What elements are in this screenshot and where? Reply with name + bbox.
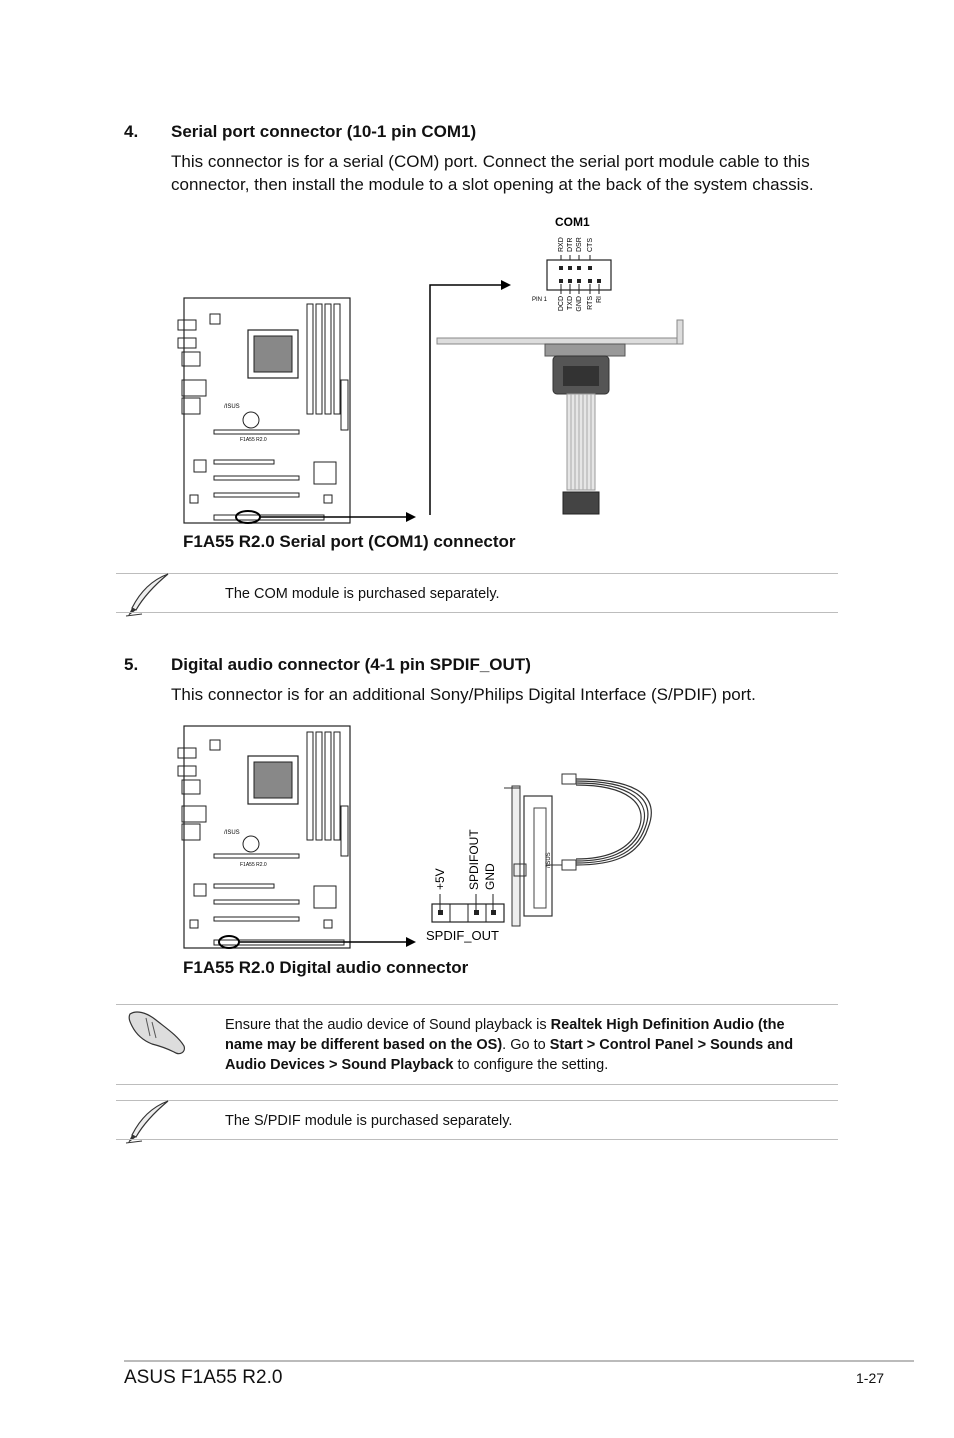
- svg-text:/ISUS: /ISUS: [546, 852, 552, 868]
- board-brand-mark: /ISUS: [224, 404, 240, 410]
- warning-text-bold2: Start > Control Panel > Sounds and Audio…: [225, 1037, 794, 1073]
- board-brand-mark-2: /ISUS: [224, 830, 240, 836]
- note-1-top-rule: [116, 573, 838, 574]
- com1-label: COM1: [555, 215, 590, 229]
- warning-text-bold1: Realtek High Definition Audio (the name …: [225, 1017, 785, 1053]
- section-4-caption: F1A55 R2.0 Serial port (COM1) connector: [183, 532, 516, 551]
- warning-text-part1: Ensure that the audio device of Sound pl…: [225, 1017, 551, 1033]
- warning-text: Ensure that the audio device of Sound pl…: [225, 1015, 825, 1075]
- com1-module-diagram: COM1 RXD DTR DSR CTS PIN 1 DCD TXD GND R…: [429, 215, 684, 515]
- section-4-number: 4.: [124, 122, 139, 141]
- spdif-header-diagram: +5V SPDIFOUT GND SPDIF_OUT: [426, 829, 505, 943]
- note-1-bottom-rule: [116, 612, 838, 613]
- pin-label-dsr: DSR: [576, 237, 583, 252]
- pin-label-txd: TXD: [567, 296, 574, 310]
- warning-bottom-rule: [116, 1084, 838, 1085]
- note-2-text: The S/PDIF module is purchased separatel…: [225, 1113, 513, 1129]
- pin-label-ri: RI: [596, 296, 603, 303]
- hand-warning-icon: [128, 1011, 185, 1055]
- pin-label-cts: CTS: [587, 238, 594, 252]
- section-5-description: This connector is for an additional Sony…: [171, 685, 756, 704]
- motherboard-diagram-com1: /ISUS F1A55 R2.0: [177, 297, 416, 524]
- pin-label-dtr: DTR: [567, 238, 574, 252]
- pin-label-rts: RTS: [587, 296, 594, 310]
- pin-label-gnd: GND: [576, 296, 583, 312]
- section-5-caption: F1A55 R2.0 Digital audio connector: [183, 958, 469, 977]
- motherboard-diagram-spdif: /ISUS F1A55 R2.0: [177, 725, 416, 949]
- section-5-title: Digital audio connector (4-1 pin SPDIF_O…: [171, 655, 531, 674]
- pin-label-spdifout: SPDIFOUT: [467, 829, 481, 890]
- pin1-label: PIN 1: [532, 297, 548, 303]
- warning-top-rule: [116, 1004, 838, 1005]
- footer-rule: [124, 1360, 914, 1362]
- pin-label-5v: +5V: [433, 868, 447, 890]
- warning-text-part3: to configure the setting.: [453, 1057, 609, 1073]
- footer-product-name: ASUS F1A55 R2.0: [124, 1367, 283, 1388]
- board-model-label-2: F1A55 R2.0: [240, 862, 267, 868]
- board-model-label: F1A55 R2.0: [240, 437, 267, 443]
- note-2-bottom-rule: [116, 1139, 838, 1140]
- spdif-out-label: SPDIF_OUT: [426, 928, 499, 943]
- section-4-description: This connector is for a serial (COM) por…: [171, 152, 814, 194]
- warning-text-part2: . Go to: [502, 1037, 550, 1053]
- section-4-title: Serial port connector (10-1 pin COM1): [171, 122, 477, 141]
- footer-page-number: 1-27: [856, 1370, 885, 1386]
- pin-label-gnd-spdif: GND: [483, 863, 497, 890]
- note-1-text: The COM module is purchased separately.: [225, 586, 500, 602]
- spdif-module-diagram: /ISUS: [504, 773, 652, 927]
- pin-label-rxd: RXD: [558, 237, 565, 252]
- section-5-number: 5.: [124, 655, 139, 674]
- pin-label-dcd: DCD: [558, 296, 565, 311]
- note-2-top-rule: [116, 1100, 838, 1101]
